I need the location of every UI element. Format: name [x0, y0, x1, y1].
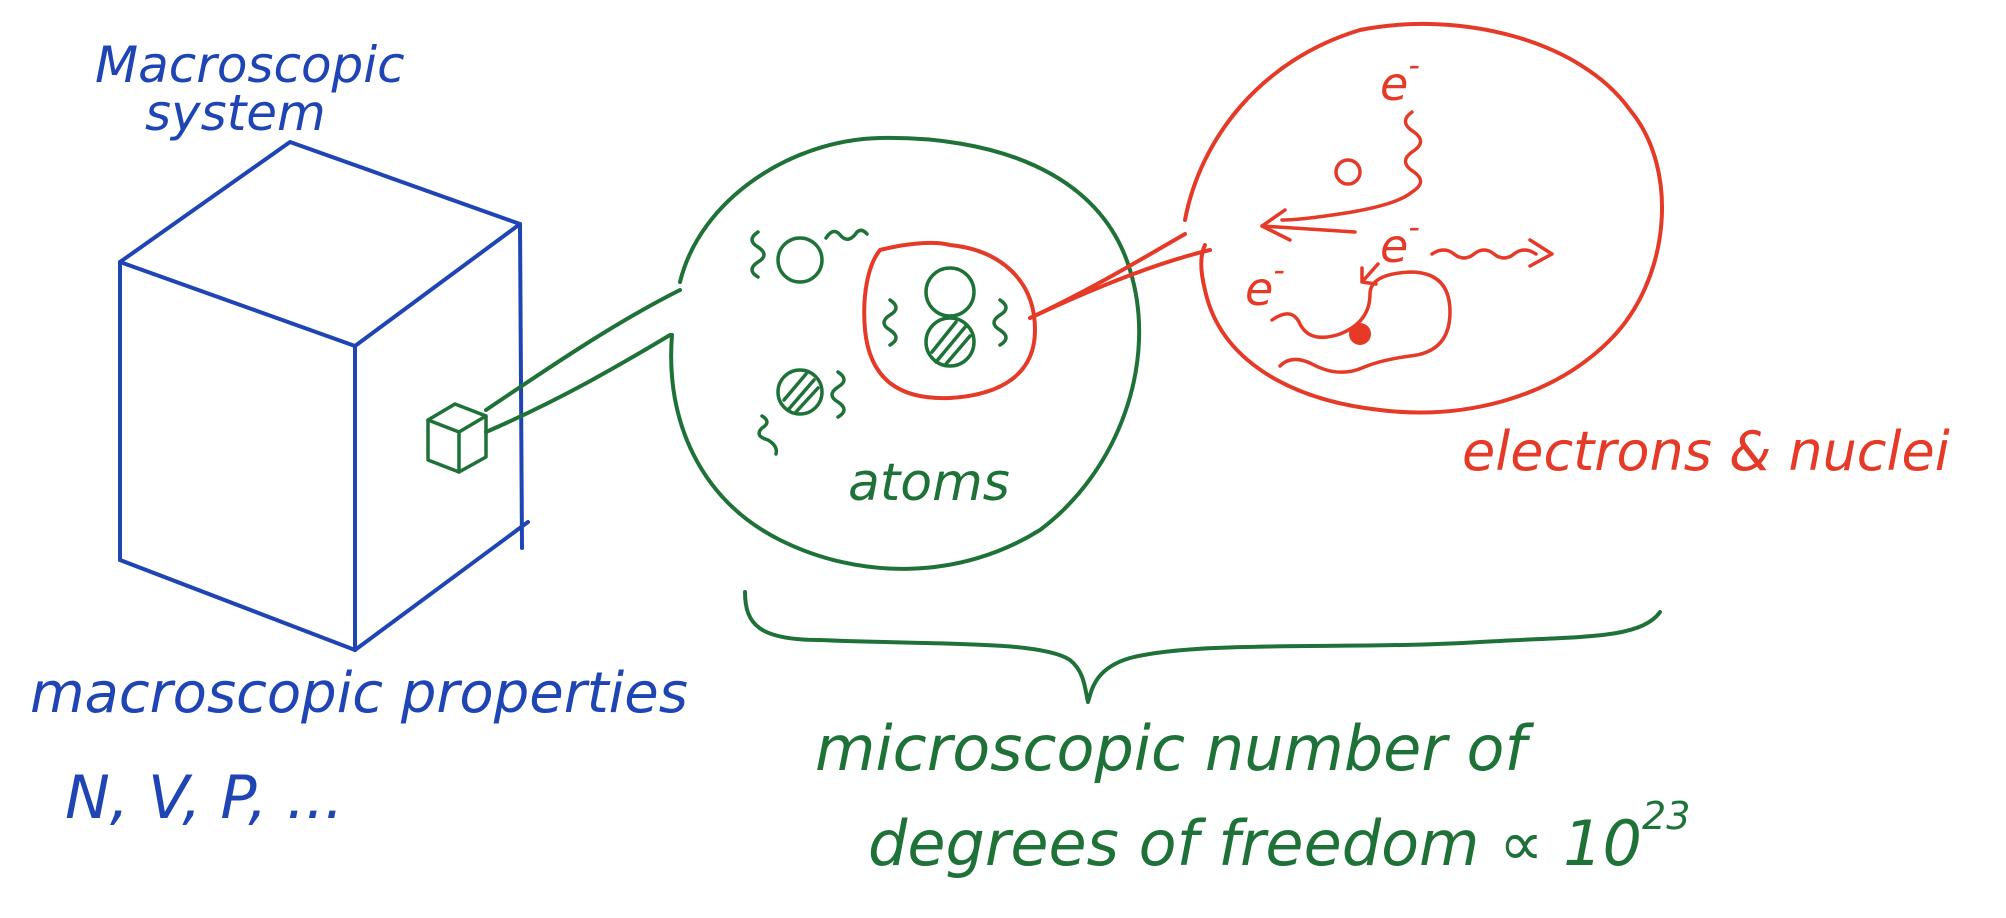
atom-bottom-left — [757, 368, 846, 456]
properties-list: N, V, P, ... — [65, 763, 344, 833]
microscopic-line1: microscopic number of — [815, 712, 1534, 785]
electron-label-middle: e- — [1380, 208, 1420, 273]
macroscopic-system-line2: system — [145, 84, 326, 142]
atoms-zoom-circle — [669, 135, 1142, 571]
small-volume-cube — [426, 402, 488, 474]
macroscopic-properties-label: macroscopic properties — [30, 661, 688, 726]
electron-label-top: e- — [1380, 46, 1420, 111]
cube-bottom-front-edge — [118, 558, 357, 652]
cube-bottom-right-edge — [353, 520, 530, 652]
electrons-nuclei-label: electrons & nuclei — [1462, 420, 1950, 483]
microscopic-line2: degrees of freedom ∝ 1023 — [868, 794, 1690, 880]
atoms-label: atoms — [848, 453, 1010, 513]
nucleus-ring — [1334, 158, 1362, 186]
electron-trails — [1260, 110, 1554, 374]
zoom-lines-to-atoms — [484, 288, 682, 434]
curly-brace — [743, 590, 1662, 704]
exponent-text: 23 — [1642, 794, 1690, 838]
macroscopic-cube — [118, 140, 530, 652]
electron-labels: e- e- e- — [1245, 46, 1420, 316]
atom-top-left — [750, 228, 869, 284]
zoom-lines-to-electrons — [1028, 232, 1212, 320]
molecule-atoms — [882, 266, 1008, 368]
degrees-text: degrees of freedom ∝ 10 — [868, 807, 1642, 880]
cube-top-face — [118, 140, 522, 348]
nucleus-dot — [1349, 323, 1371, 345]
macroscopic-system-label: Macroscopic system — [95, 36, 405, 142]
molecule-highlight — [862, 240, 1037, 401]
electron-label-left: e- — [1245, 251, 1285, 316]
macroscopic-system-line1: Macroscopic — [95, 36, 405, 94]
electrons-zoom-circle — [1183, 21, 1664, 415]
